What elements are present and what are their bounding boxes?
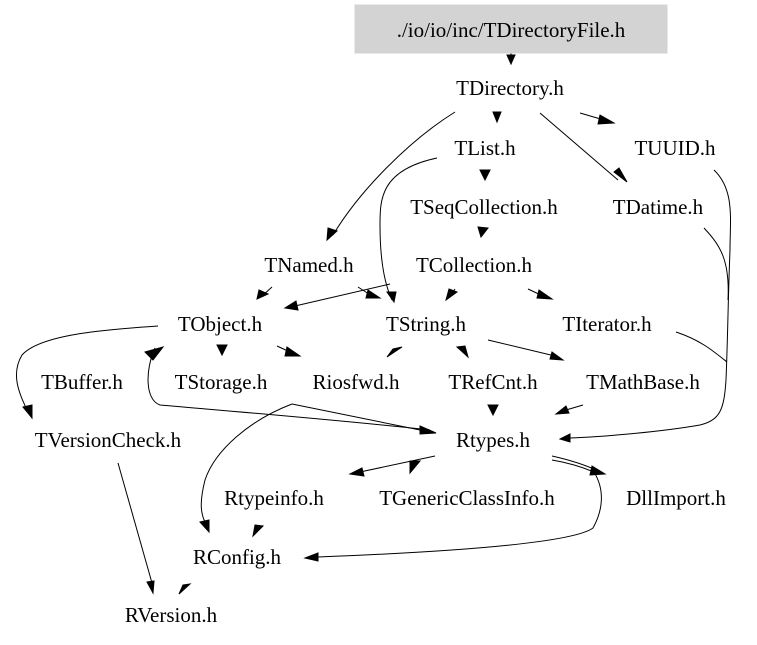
arrowhead [199,519,210,534]
node-rtypes[interactable]: Rtypes.h [456,428,531,452]
node-titerator[interactable]: TIterator.h [562,312,652,336]
arrowhead [256,289,270,300]
arrowhead [492,111,502,124]
node-tgenericclassinfo[interactable]: TGenericClassInfo.h [379,486,555,510]
arrowhead [506,54,516,66]
edge-tversioncheck-rversion [117,462,153,584]
arrowhead [303,552,319,562]
edge-tstring-tmathbase [487,339,556,357]
node-dllimport[interactable]: DllImport.h [626,486,726,510]
arrowhead [144,346,165,361]
node-tbuffer[interactable]: TBuffer.h [41,370,123,394]
arrowhead [597,114,616,125]
arrowhead [348,467,365,477]
arrowhead [549,351,565,361]
node-tcollection[interactable]: TCollection.h [416,253,533,277]
edge-tdirectory-tnamed [332,111,456,236]
nodes: ./io/io/inc/TDirectoryFile.h TDirectory.… [35,4,726,627]
edge-rtypes-rtypeinfo [359,455,436,473]
arrowhead [146,580,155,595]
node-tdatime[interactable]: TDatime.h [613,195,704,219]
node-tdirectoryfile[interactable]: ./io/io/inc/TDirectoryFile.h [397,18,626,42]
node-trefcnt[interactable]: TRefCnt.h [448,370,538,394]
arrowhead [455,345,469,359]
edge-rtypes-dllimport [551,455,597,471]
arrowhead [613,167,628,183]
edge-tlist-tstring [379,157,438,301]
arrowhead [487,404,499,417]
node-tuuid[interactable]: TUUID.h [634,136,716,160]
edge-riosfwd-rconfig [200,403,293,523]
edge-tdirectory-tdatime [539,112,619,181]
node-tdirectory[interactable]: TDirectory.h [456,76,564,100]
arrowhead [178,583,192,595]
node-rtypeinfo[interactable]: Rtypeinfo.h [224,486,324,510]
arrowhead [283,300,299,311]
arrowhead [477,226,489,239]
node-tnamed[interactable]: TNamed.h [264,253,354,277]
node-tversioncheck[interactable]: TVersionCheck.h [35,428,182,452]
arrowhead [589,465,607,476]
arrowhead [365,289,382,299]
node-tseqcollection[interactable]: TSeqCollection.h [410,195,558,219]
arrowhead [386,346,403,358]
arrowhead [252,524,265,538]
node-tmathbase[interactable]: TMathBase.h [586,370,700,394]
node-rversion[interactable]: RVersion.h [125,603,218,627]
arrowhead [445,288,459,302]
arrowhead [409,460,422,475]
edges [15,53,732,595]
node-rconfig[interactable]: RConfig.h [193,545,282,569]
node-riosfwd[interactable]: Riosfwd.h [313,370,400,394]
edge-rtypes-tobject [147,347,431,431]
edge-tuuid-rtypes [569,169,732,439]
arrowhead [558,433,571,443]
arrowhead [419,425,437,435]
edge-tcollection-tobject [294,283,391,307]
edge-rtypes-rconfig [317,471,602,558]
node-tstring[interactable]: TString.h [386,312,466,336]
root-node-box [354,4,668,54]
node-tlist[interactable]: TList.h [454,136,516,160]
edge-tstorage-rtypes [291,403,421,431]
arrowhead [536,289,554,300]
edge-tmathbase-rtypes [565,404,584,411]
arrowhead [479,169,491,182]
arrowhead [216,344,228,357]
arrowhead [386,291,397,304]
arrowhead [326,227,338,242]
edge-tobject-tversioncheck [15,325,159,413]
edge-tdatime-rtypes [703,227,729,301]
arrowhead [554,405,570,415]
arrowhead [22,404,33,420]
arrowhead [284,346,302,357]
node-tstorage[interactable]: TStorage.h [175,370,268,394]
node-tobject[interactable]: TObject.h [178,312,263,336]
edge-titerator-rtypes [675,331,728,363]
